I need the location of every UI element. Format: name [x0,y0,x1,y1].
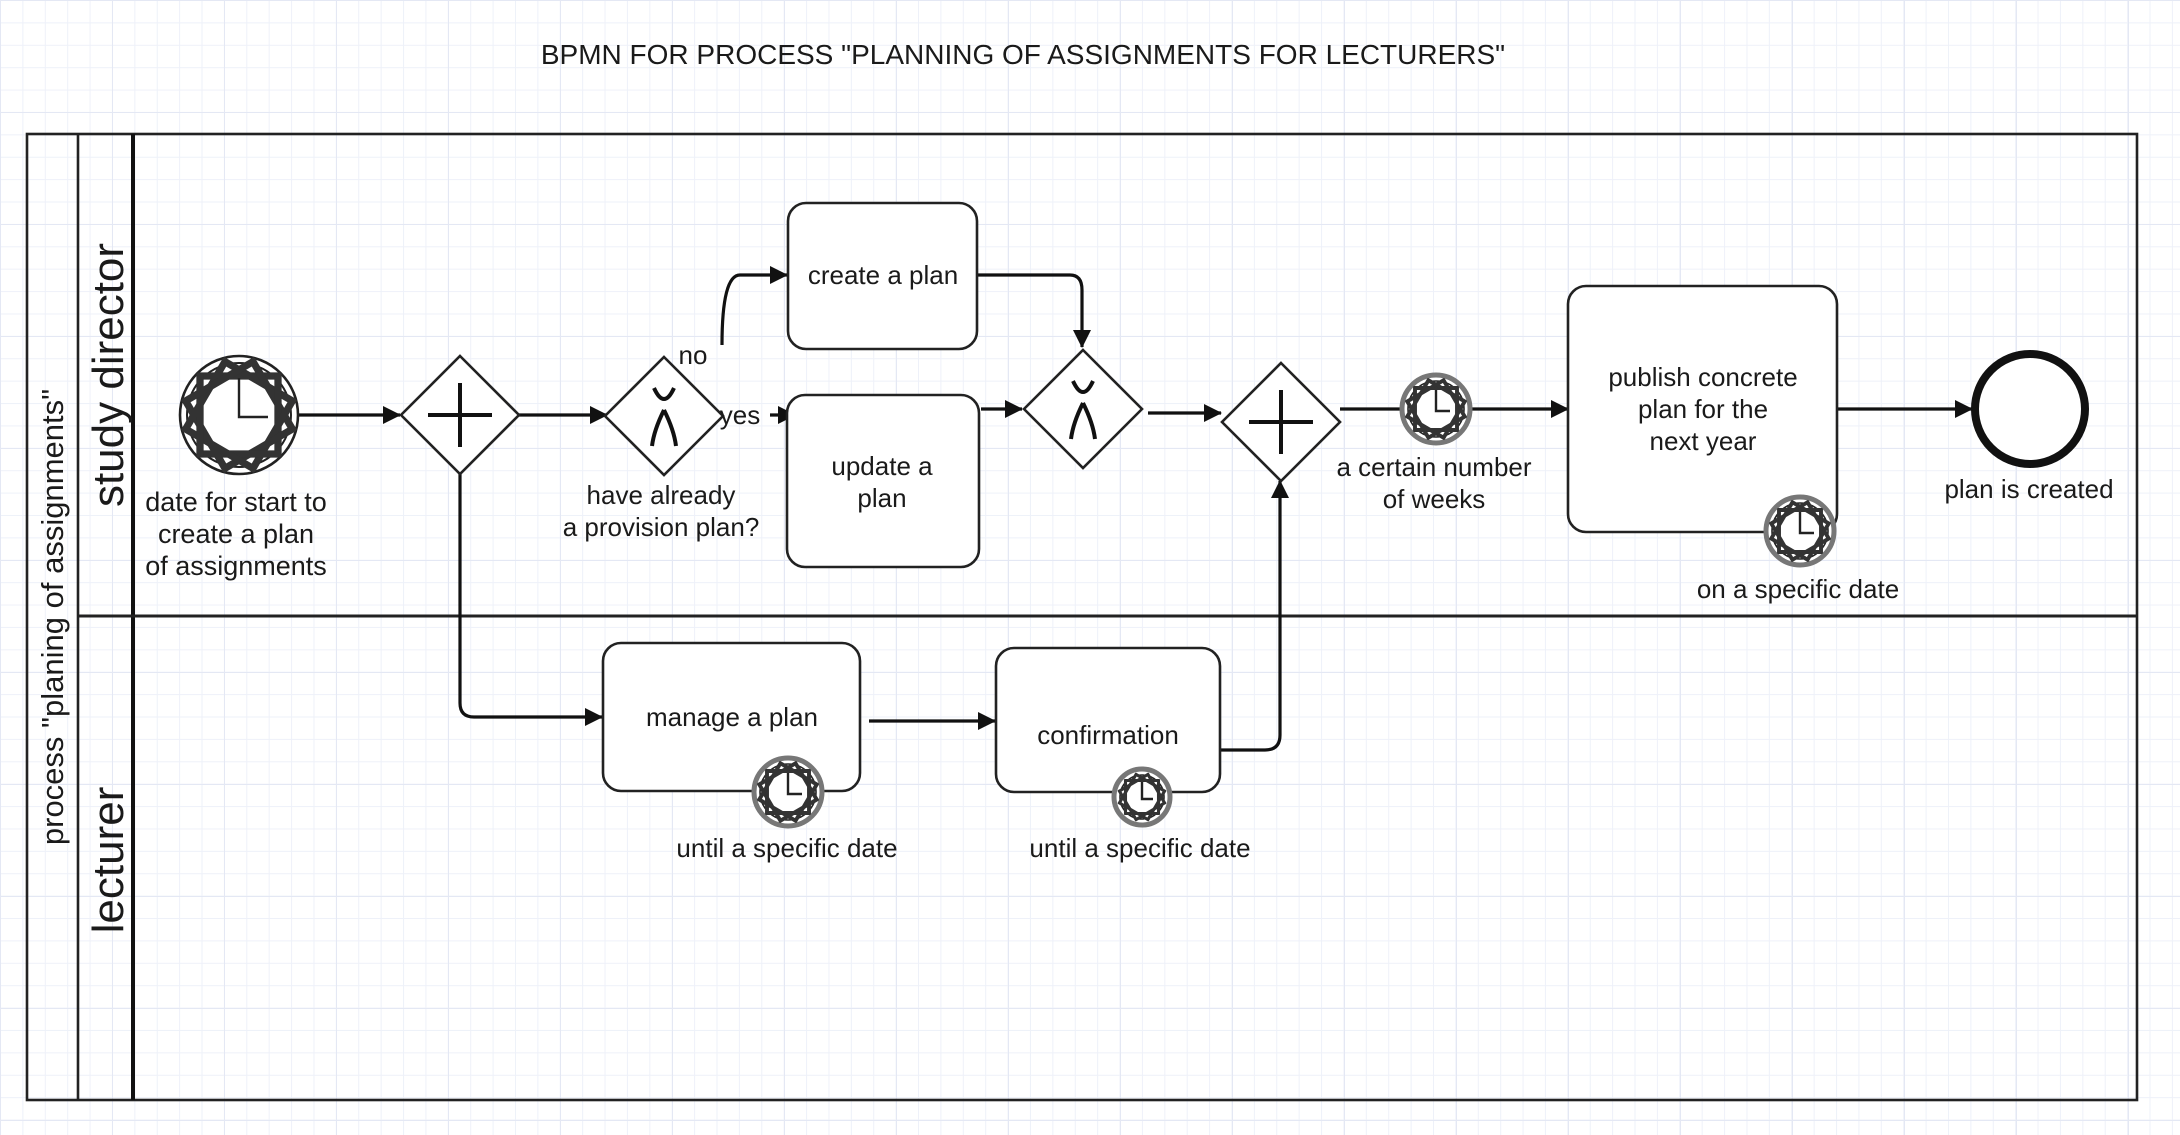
x-icon [1069,380,1097,440]
flow-fork-to-manage [458,474,603,726]
flow-confirmation-to-join [1220,480,1289,752]
decision-label-line2: a provision plan? [563,512,760,542]
task-publish-label-line3: next year [1650,426,1757,456]
start-event-label-line1: date for start to [145,487,327,517]
publish-boundary-timer [1766,497,1834,565]
manage-boundary-timer [754,758,822,826]
task-update-plan [785,393,981,569]
manage-timer-label: until a specific date [676,833,897,863]
start-event-label-line2: create a plan [158,519,314,549]
task-update-plan-label-line2: plan [857,483,906,513]
end-event [1971,350,2089,468]
publish-timer-label: on a specific date [1697,574,1899,604]
clock-icon [786,773,802,796]
intermediate-timer-event [1402,375,1470,443]
pool [25,132,2139,1102]
parallel-gateway-fork [399,354,521,476]
plus-icon [428,383,492,447]
lane-label-lecturer: lecturer [84,787,133,934]
end-event-label: plan is created [1944,474,2113,504]
task-update-plan-label-line1: update a [831,451,933,481]
task-publish-plan [1566,284,1839,534]
task-manage-plan-label: manage a plan [646,702,818,732]
task-confirmation [994,646,1222,794]
sequence-flows [298,266,1973,752]
flow-no-to-create [720,266,788,346]
task-publish-label-line1: publish concrete [1608,362,1797,392]
exclusive-gateway-merge [1022,348,1144,470]
exclusive-gateway-decision [603,355,725,477]
branch-label-no: no [679,340,708,370]
x-icon [650,387,678,447]
task-create-plan-label: create a plan [808,260,958,290]
decision-label-line1: have already [587,480,736,510]
confirmation-timer-label: until a specific date [1029,833,1250,863]
task-confirmation-label: confirmation [1037,720,1179,750]
intermediate-timer-label-line1: a certain number [1336,452,1531,482]
branch-label-yes: yes [720,400,760,430]
task-publish-label-line2: plan for the [1638,394,1768,424]
intermediate-timer-label-line2: of weeks [1383,484,1486,514]
clock-icon [1434,390,1450,413]
clock-icon [1798,512,1814,535]
diagram-title: BPMN FOR PROCESS "PLANNING OF ASSIGNMENT… [541,39,1505,70]
lane-label-study-director: study director [84,243,133,507]
flow-create-to-merge [977,273,1091,348]
clock-icon [1140,782,1153,801]
confirmation-boundary-timer [1114,769,1170,825]
start-event-label-line3: of assignments [145,551,327,581]
parallel-gateway-join [1220,361,1342,483]
task-create-plan [786,201,979,351]
start-timer-event [180,356,298,474]
task-manage-plan [601,641,862,793]
pool-label: process "planing of assignments" [35,389,70,845]
clock-icon [237,378,268,419]
plus-icon [1249,390,1313,454]
